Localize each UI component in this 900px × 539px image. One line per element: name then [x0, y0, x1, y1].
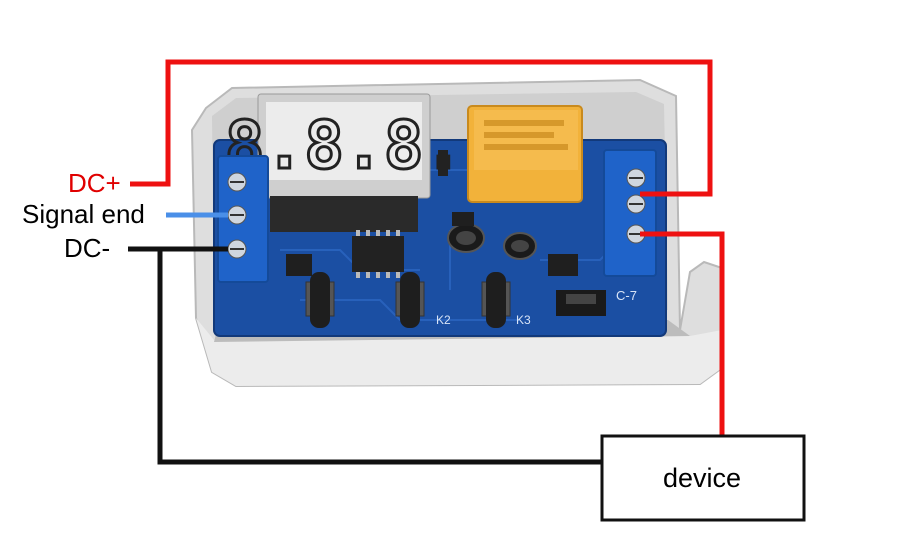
c7-mark: C-7: [616, 288, 637, 303]
capacitor: [447, 223, 537, 260]
device-box: [600, 434, 806, 522]
terminal-block-icon: [603, 149, 657, 277]
positive-wire: [130, 59, 713, 197]
push-button-icon: [305, 272, 511, 328]
device-label: device: [662, 462, 742, 493]
k2-mark: K2: [436, 313, 451, 327]
ic-chip: [352, 236, 404, 272]
k3-mark: K3: [516, 313, 531, 327]
terminal-block-icon: [217, 155, 269, 283]
relay-module-picture: 8.8.8.: [190, 78, 723, 388]
negative-wire: [157, 249, 602, 465]
dc-minus-label: DC-: [64, 233, 111, 263]
device-supply-wire: [640, 231, 725, 436]
signal-end-label: Signal end: [22, 199, 145, 229]
dc-plus-label: DC+: [68, 168, 121, 198]
relay-icon: [467, 105, 583, 203]
